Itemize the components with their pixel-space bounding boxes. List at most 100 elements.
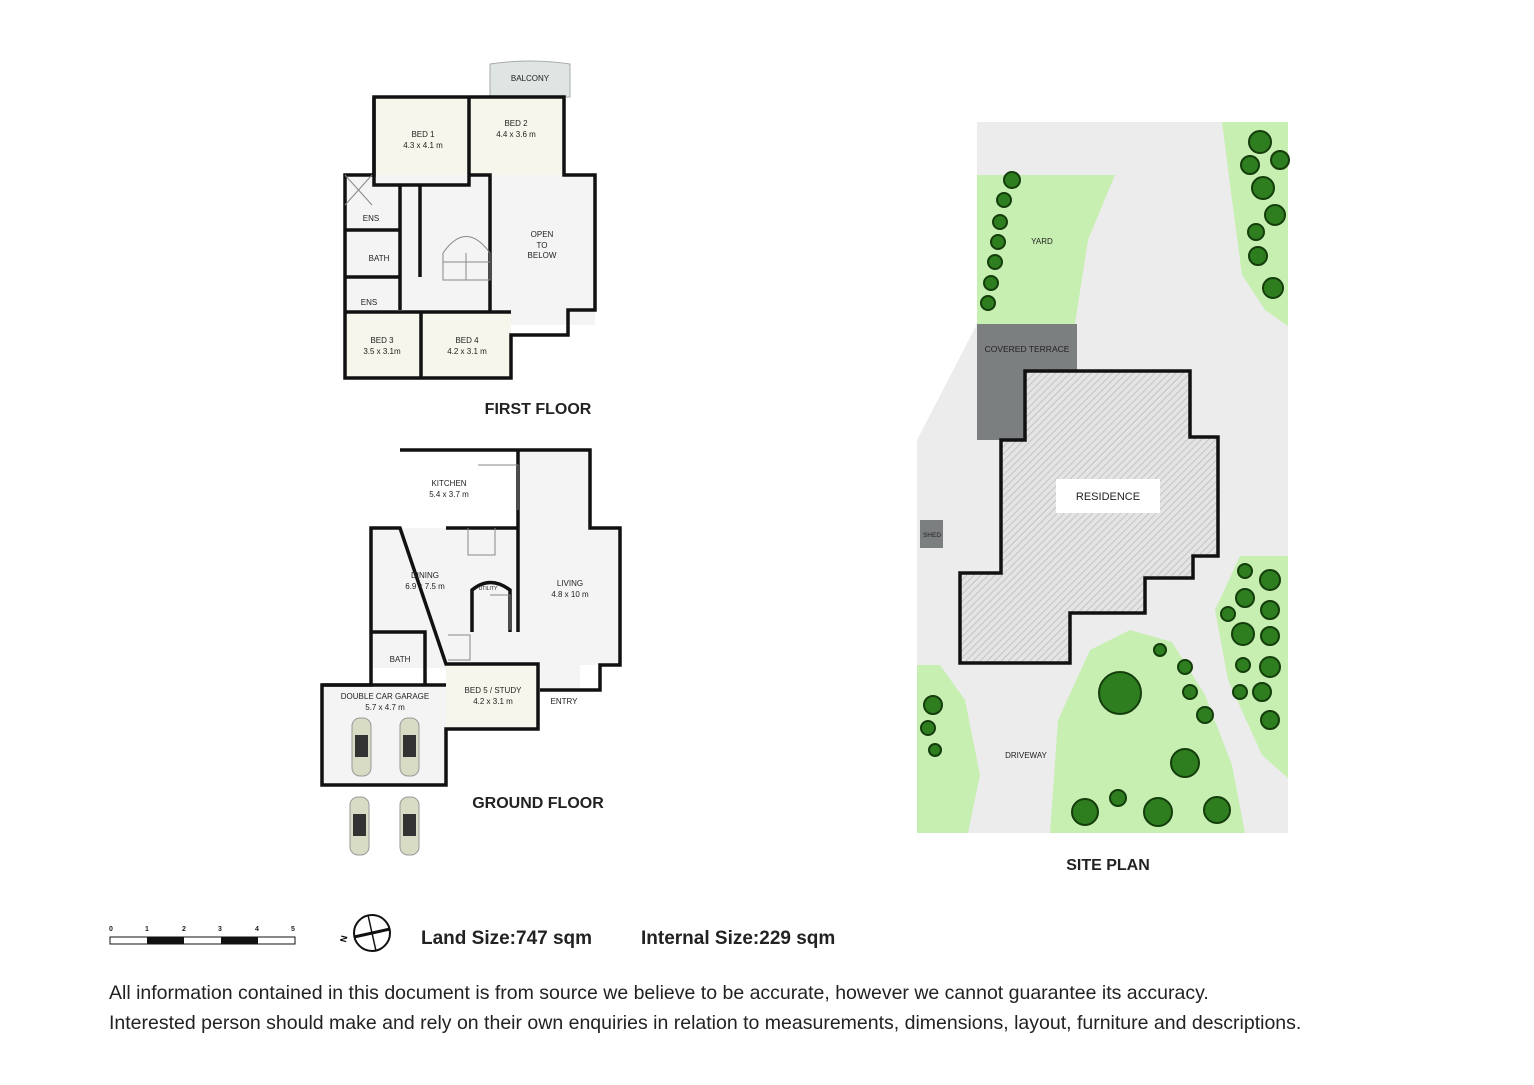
tree-icon [1260, 600, 1280, 620]
tree-icon [1235, 657, 1251, 673]
bed-5-study-room [446, 664, 538, 729]
tree-icon [1259, 656, 1281, 678]
compass-icon: N [338, 914, 391, 952]
svg-text:4.3 x 4.1 m: 4.3 x 4.1 m [403, 141, 443, 150]
tree-icon [996, 192, 1012, 208]
svg-text:OPEN: OPEN [531, 230, 554, 239]
svg-text:3.5 x 3.1m: 3.5 x 3.1m [363, 347, 401, 356]
tree-icon [1270, 150, 1290, 170]
tree-icon [1240, 155, 1260, 175]
tree-icon [1220, 606, 1236, 622]
svg-text:5.4 x 3.7 m: 5.4 x 3.7 m [429, 490, 469, 499]
residence-label-box [1056, 479, 1160, 513]
tree-icon [987, 254, 1003, 270]
svg-text:N: N [338, 934, 349, 943]
tree-icon [1003, 171, 1021, 189]
svg-text:4.8 x 10 m: 4.8 x 10 m [551, 590, 589, 599]
tree-icon [1235, 588, 1255, 608]
tree-icon [1071, 798, 1099, 826]
svg-text:3: 3 [218, 926, 222, 933]
tree-icon [928, 743, 942, 757]
svg-text:BED 5 / STUDY: BED 5 / STUDY [465, 686, 523, 695]
svg-text:DINING: DINING [411, 571, 439, 580]
svg-text:TO: TO [537, 241, 548, 250]
first-floor-plan [343, 60, 597, 380]
svg-text:0: 0 [109, 926, 113, 933]
tree-icon [1248, 246, 1268, 266]
first-floor-title: FIRST FLOOR [485, 401, 592, 418]
svg-text:4.4 x 3.6 m: 4.4 x 3.6 m [496, 130, 536, 139]
svg-text:BALCONY: BALCONY [511, 74, 550, 83]
tree-icon [1098, 671, 1142, 715]
disclaimer-line: All information contained in this docume… [109, 982, 1209, 1004]
tree-icon [1109, 789, 1127, 807]
tree-icon [980, 295, 996, 311]
lawn [1050, 630, 1245, 833]
cars [349, 717, 420, 856]
shed-label: SHED [923, 532, 941, 539]
svg-text:DOUBLE CAR GARAGE: DOUBLE CAR GARAGE [341, 692, 429, 701]
svg-text:2: 2 [182, 926, 186, 933]
bed-1-room [374, 97, 469, 185]
site-plan-title: SITE PLAN [1066, 857, 1150, 874]
disclaimer-line: Interested person should make and rely o… [109, 1012, 1302, 1034]
tree-icon [920, 720, 936, 736]
svg-text:ENTRY: ENTRY [551, 697, 579, 706]
tree-icon [1252, 682, 1272, 702]
covered-terrace-label: COVERED TERRACE [985, 344, 1070, 354]
svg-text:ENS: ENS [363, 214, 379, 223]
bed-3-4-rooms [345, 312, 511, 378]
tree-icon [1231, 622, 1255, 646]
tree-icon [1247, 223, 1265, 241]
svg-text:6.9 x 7.5 m: 6.9 x 7.5 m [405, 582, 445, 591]
tree-icon [1196, 706, 1214, 724]
ground-floor-plan [320, 448, 622, 787]
tree-icon [1251, 176, 1275, 200]
internal-size: Internal Size:229 sqm [641, 928, 836, 949]
svg-text:BED 4: BED 4 [455, 336, 479, 345]
svg-text:4.2 x 3.1 m: 4.2 x 3.1 m [473, 697, 513, 706]
svg-text:BED 1: BED 1 [411, 130, 435, 139]
disclaimer: All information contained in this docume… [109, 978, 1301, 1038]
tree-icon [1237, 563, 1253, 579]
ground-floor-labels: KITCHEN 5.4 x 3.7 m DINING 6.9 x 7.5 m U… [341, 479, 604, 812]
svg-text:5.7 x 4.7 m: 5.7 x 4.7 m [365, 703, 405, 712]
balcony [489, 60, 571, 98]
tree-icon [1260, 626, 1280, 646]
tree-icon [990, 234, 1006, 250]
lawn-yard [977, 175, 1115, 324]
tree-icon [1153, 643, 1167, 657]
svg-text:ENS: ENS [361, 298, 377, 307]
svg-text:BED 3: BED 3 [370, 336, 394, 345]
tree-icon [992, 214, 1008, 230]
svg-text:1: 1 [145, 926, 149, 933]
tree-icon [923, 695, 943, 715]
bed-2-room [469, 97, 564, 175]
svg-text:LIVING: LIVING [557, 579, 583, 588]
tree-icon [1248, 130, 1272, 154]
tree-icon [1177, 659, 1193, 675]
tree-icon [1203, 796, 1231, 824]
svg-text:BATH: BATH [390, 655, 411, 664]
first-floor-labels: BALCONY BED 1 4.3 x 4.1 m BED 2 4.4 x 3.… [361, 74, 592, 418]
svg-text:BELOW: BELOW [528, 251, 557, 260]
svg-text:BATH: BATH [369, 254, 390, 263]
scale-bar: 0 1 2 3 4 5 [109, 926, 296, 945]
driveway-label: DRIVEWAY [1005, 751, 1047, 760]
shed [920, 520, 943, 548]
residence [958, 369, 1220, 665]
svg-text:KITCHEN: KITCHEN [431, 479, 466, 488]
tree-icon [1182, 684, 1198, 700]
yard-label: YARD [1031, 237, 1053, 246]
trees [920, 130, 1290, 827]
tree-icon [1260, 710, 1280, 730]
tree-icon [1143, 797, 1173, 827]
tree-icon [1232, 684, 1248, 700]
land-size: Land Size:747 sqm [421, 928, 593, 949]
tree-icon [1262, 277, 1284, 299]
svg-text:4: 4 [255, 926, 259, 933]
ground-floor-title: GROUND FLOOR [472, 795, 604, 812]
site-plan: YARD COVERED TERRACE RESIDENCE SHED DRIV… [917, 122, 1290, 874]
garage-room [322, 685, 446, 785]
